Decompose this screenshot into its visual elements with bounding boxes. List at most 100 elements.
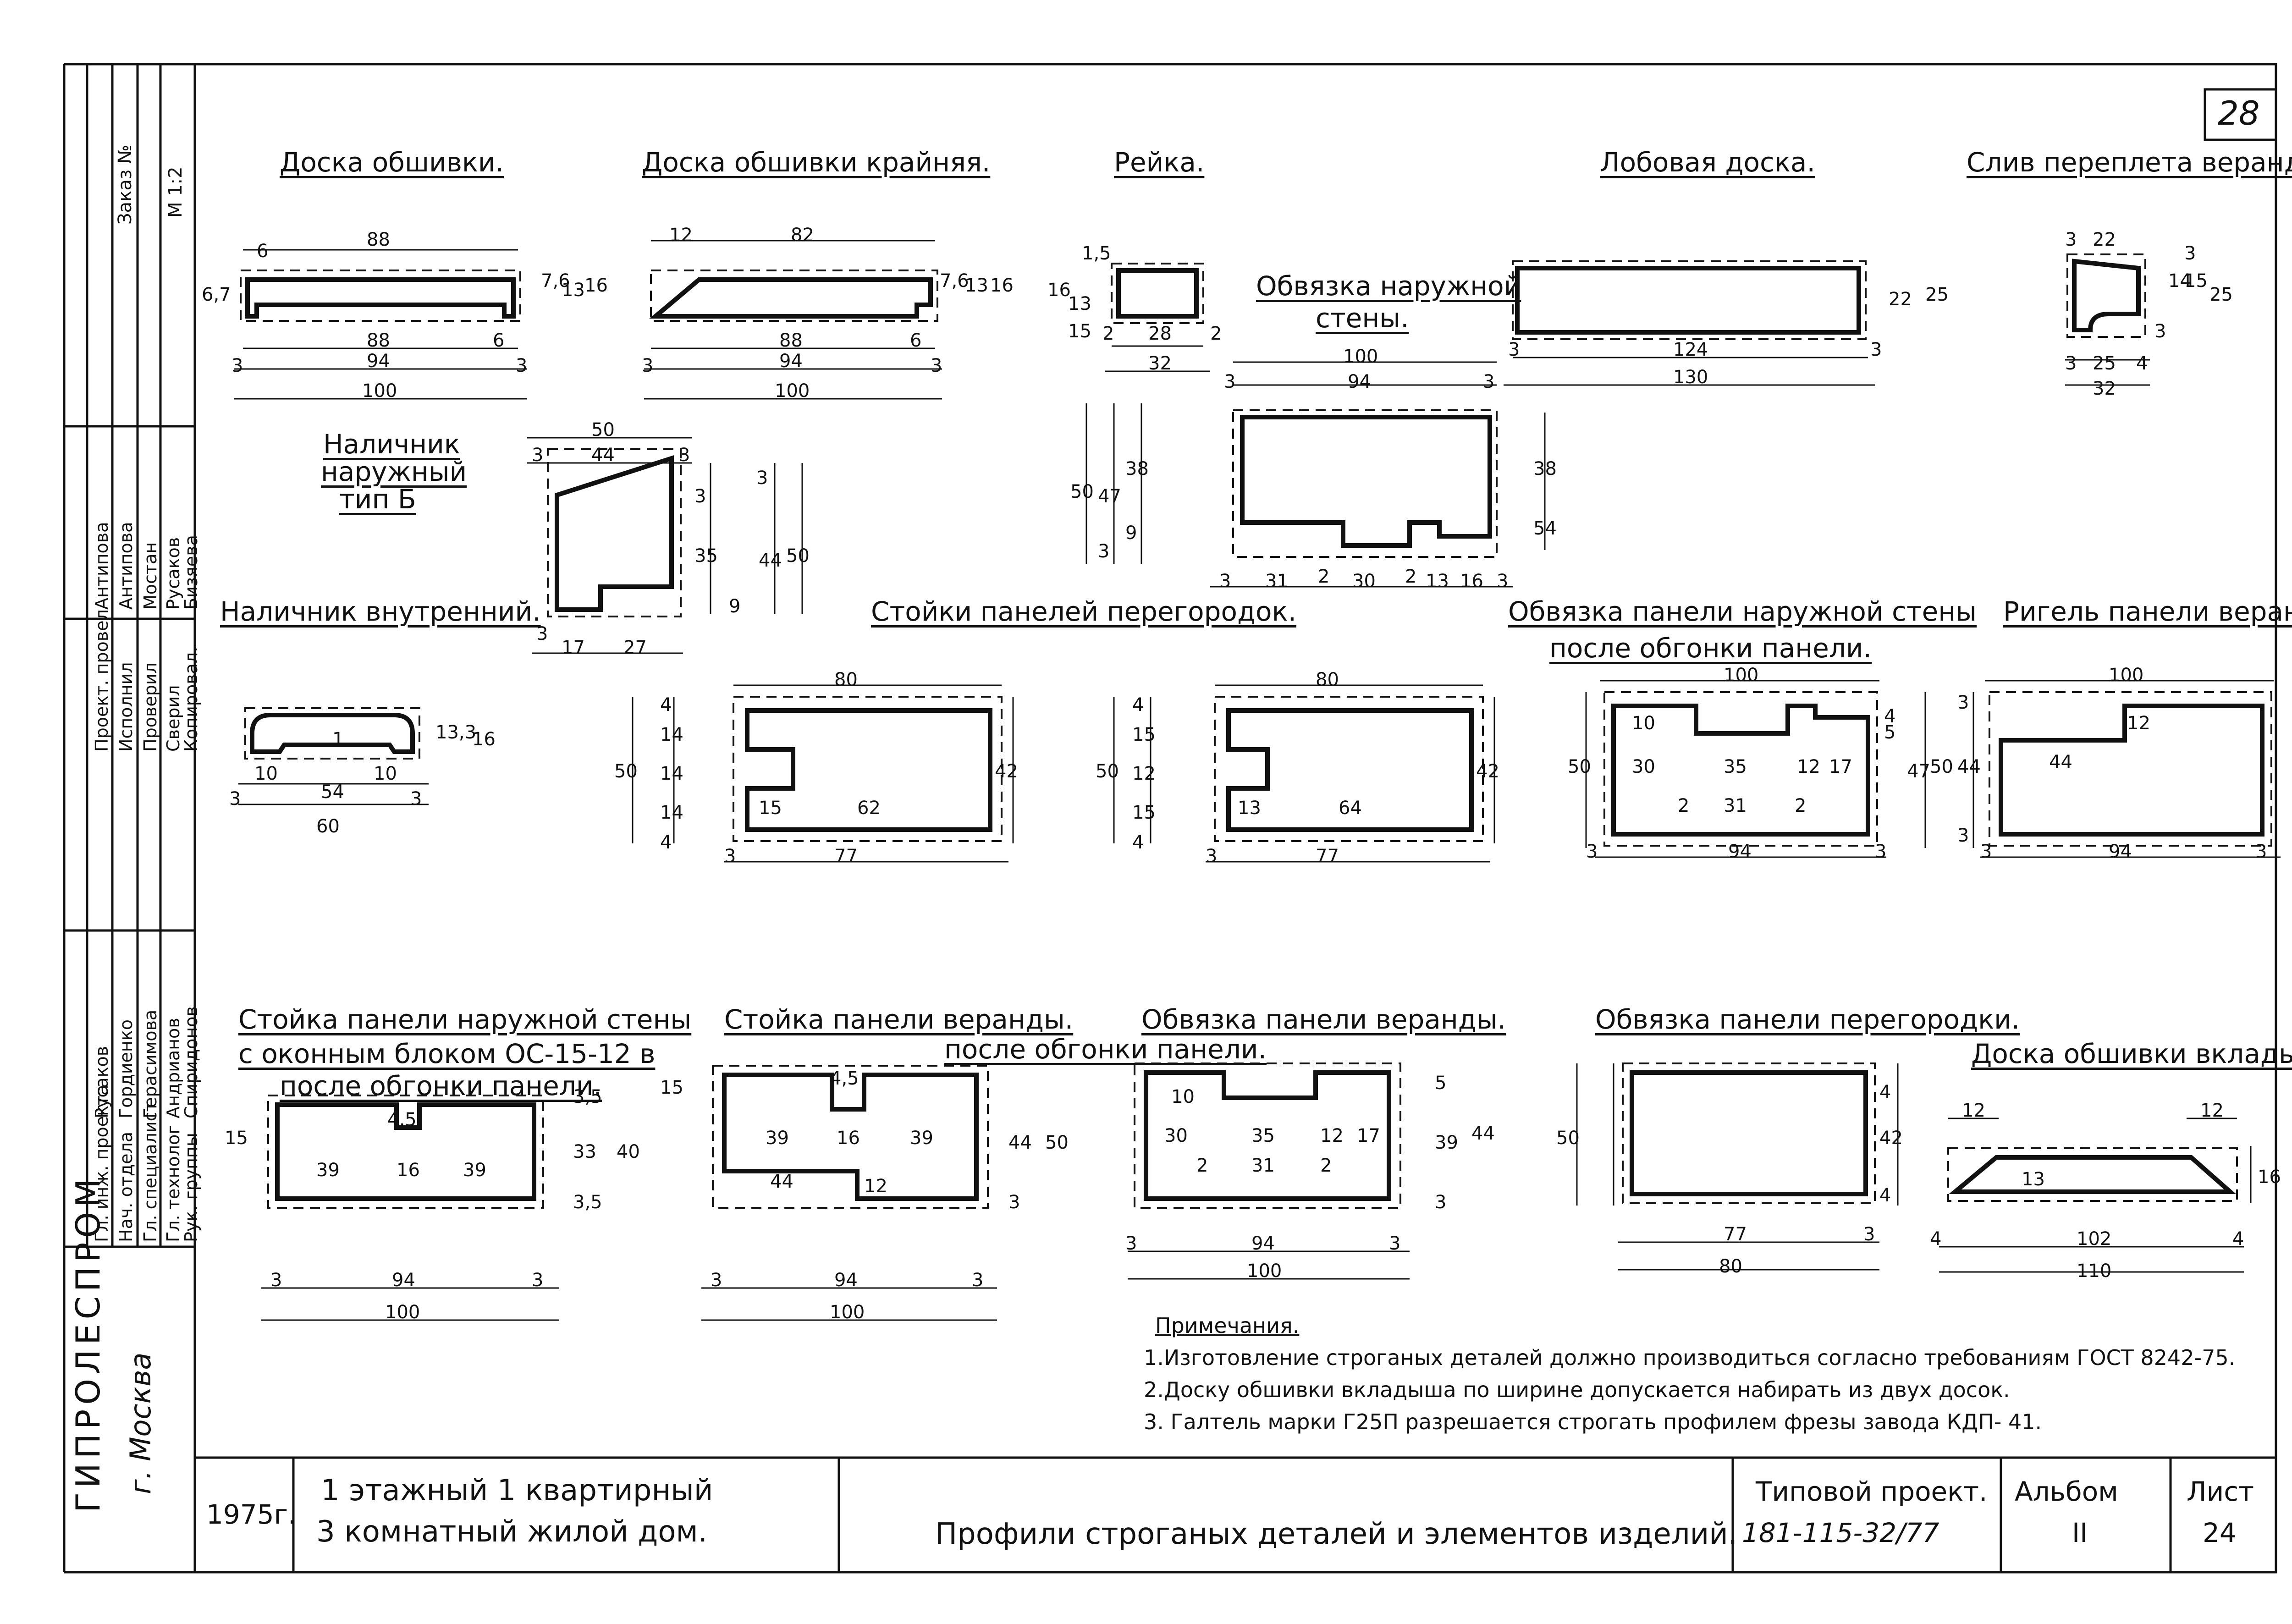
- dim-label: 25: [2093, 353, 2116, 374]
- profile-doska-kraynyaya: [649, 277, 933, 319]
- dim-label: 25: [1925, 284, 1949, 305]
- dim-label: 17: [1829, 756, 1852, 777]
- dim-label: 13: [562, 280, 585, 301]
- dim-label: 10: [374, 763, 397, 784]
- dim-label: 15: [759, 798, 782, 819]
- dim-label: 9: [1125, 523, 1137, 544]
- dim-label: 88: [367, 229, 390, 250]
- page-number: 28: [2218, 94, 2260, 132]
- dim-label: 77: [1724, 1224, 1747, 1245]
- dim-label: 3: [1224, 371, 1236, 392]
- dim-label: 3,5: [573, 1192, 602, 1213]
- dim-label: 77: [834, 846, 858, 867]
- profile-obvyazka-naruzh: [1240, 415, 1492, 548]
- dim-label: 33: [573, 1141, 596, 1162]
- dim-label: 3: [1957, 692, 1969, 713]
- dim-label: 38: [1125, 458, 1149, 479]
- title-lobovaya: Лобовая доска.: [1600, 147, 1815, 178]
- stamp-role-b3: Проверил: [140, 662, 160, 752]
- dim-label: 50: [1045, 1132, 1069, 1153]
- dim-label: 4: [660, 832, 672, 853]
- dim-label: 30: [1164, 1125, 1188, 1146]
- title-rigel: Ригель панели веранды.: [2003, 596, 2292, 627]
- dim-label: 3: [1483, 371, 1495, 392]
- dim-label: 17: [1357, 1125, 1380, 1146]
- title-doska-kraynyaya: Доска обшивки крайняя.: [642, 147, 991, 178]
- dim-label: 3: [1497, 571, 1509, 592]
- profile-doska-vkladysha: [1949, 1155, 2237, 1194]
- dim-label: 100: [830, 1302, 865, 1323]
- dim-label: 32: [2093, 378, 2116, 399]
- dim-label: 35: [1724, 756, 1747, 777]
- dim-label: 4: [1884, 706, 1896, 727]
- dim-label: 3: [711, 1270, 722, 1291]
- dim-label: 130: [1673, 367, 1708, 388]
- stamp-role-2: Нач. отдела: [116, 1131, 136, 1242]
- title-doska-obshivki: Доска обшивки.: [280, 147, 504, 178]
- dim-label: 3: [231, 355, 243, 376]
- stamp-name-1: Русаков: [92, 1046, 112, 1118]
- dim-label: 1,5: [1082, 243, 1111, 264]
- stamp-name-2: Гордиенко: [116, 1019, 136, 1118]
- sheet-title: Профили строганых деталей и элементов из…: [935, 1517, 1738, 1551]
- dim-label: 3: [1008, 1192, 1020, 1213]
- dim-label: 15: [225, 1128, 248, 1149]
- stamp-name-b2: Антипова: [116, 522, 136, 610]
- dim-label: 10: [1171, 1086, 1195, 1107]
- dim-label: 3: [1435, 1192, 1447, 1213]
- title-stoyka-veranda-1: Стойка панели веранды.: [724, 1004, 1074, 1035]
- dim-label: 50: [591, 419, 615, 440]
- dim-label: 35: [694, 545, 718, 567]
- note-1: 1.Изготовление строганых деталей должно …: [1144, 1345, 2236, 1370]
- dim-label: 100: [775, 380, 810, 402]
- dim-label: 100: [1343, 346, 1378, 367]
- title-obvyazka-panel-nar-2: после обгонки панели.: [1549, 633, 1872, 664]
- dim-label: 3: [1508, 339, 1520, 360]
- dim-label: 4: [660, 694, 672, 716]
- dim-label: 5: [1884, 722, 1896, 743]
- dim-label: 3: [1586, 841, 1598, 862]
- stamp-name-4: Андрианов: [163, 1018, 183, 1118]
- dim-label: 7,6: [940, 270, 969, 292]
- dim-label: 40: [617, 1141, 640, 1162]
- dim-label: 50: [1070, 481, 1094, 502]
- stamp-role-3: Гл. специалист: [140, 1101, 160, 1242]
- stamp-role-4: Гл. технолог: [163, 1125, 183, 1242]
- dim-label: 4: [1879, 1082, 1891, 1103]
- dim-label: 3: [270, 1270, 282, 1291]
- dim-label: 30: [1352, 571, 1376, 592]
- album-value: II: [2072, 1517, 2088, 1548]
- dim-label: 16: [1460, 571, 1483, 592]
- dim-label: 16: [584, 275, 608, 296]
- dim-label: 2: [1795, 795, 1807, 816]
- title-sliv: Слив переплета веранды.: [1967, 147, 2292, 178]
- dim-label: 3: [1870, 339, 1882, 360]
- dim-label: 3: [972, 1270, 984, 1291]
- sheet-frame: [193, 63, 2277, 1574]
- dim-label: 64: [1339, 798, 1362, 819]
- dim-label: 50: [786, 545, 810, 567]
- note-3: 3. Галтель марки Г25П разрешается строга…: [1144, 1409, 2042, 1434]
- dim-label: 50: [1096, 761, 1119, 782]
- stamp-role-b1: Проект. провел: [92, 609, 112, 752]
- title-obvyazka-naruzh-2: стены.: [1316, 303, 1409, 334]
- dim-label: 28: [1148, 323, 1172, 344]
- dim-label: 44: [1008, 1132, 1032, 1153]
- dim-label: 4: [2136, 353, 2148, 374]
- stamp-name-5: Спиридонов: [181, 1006, 201, 1118]
- stamp-name-b3: Мостан: [140, 542, 160, 610]
- dim-label: 31: [1724, 795, 1747, 816]
- dim-label: 16: [2258, 1167, 2281, 1188]
- dim-label: 12: [1797, 756, 1820, 777]
- dim-label: 14: [2168, 270, 2192, 292]
- dim-label: 15: [1068, 321, 1091, 342]
- dim-label: 10: [254, 763, 278, 784]
- dim-label: 31: [1251, 1155, 1275, 1176]
- dim-label: 3: [1875, 841, 1887, 862]
- dim-label: 14: [660, 724, 683, 745]
- title-stoyki-peregorodok: Стойки панелей перегородок.: [871, 596, 1296, 627]
- dim-label: 4: [1930, 1228, 1942, 1250]
- dim-label: 15: [660, 1077, 683, 1098]
- dim-label: 94: [392, 1270, 415, 1291]
- profile-obvyazka-peregorodki: [1630, 1070, 1868, 1196]
